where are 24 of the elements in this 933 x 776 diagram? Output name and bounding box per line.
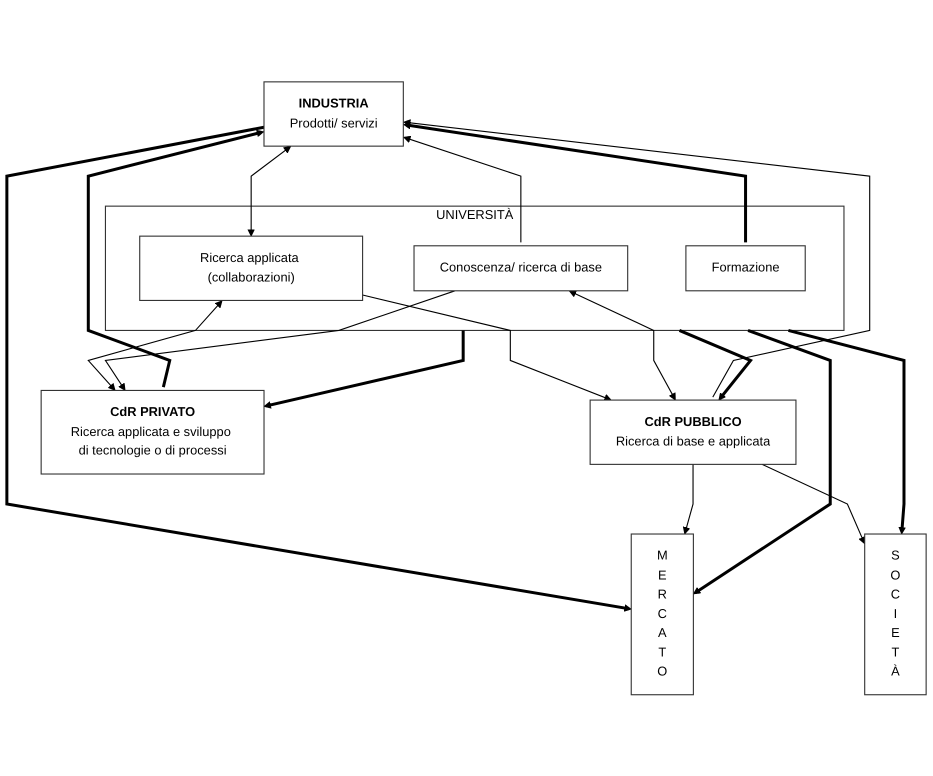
node-box: Formazione	[685, 244, 806, 292]
arrow	[693, 328, 832, 594]
arrow	[264, 330, 465, 408]
arrow	[362, 294, 612, 401]
arrow	[247, 146, 292, 236]
node-box: Ricerca applicata (collaborazioni)	[139, 235, 364, 301]
arrow	[403, 136, 522, 242]
node-box: Conoscenza/ ricerca di base	[413, 244, 628, 292]
arrow	[762, 464, 866, 544]
node-box: INDUSTRIA Prodotti/ servizi	[263, 81, 404, 146]
arrow	[568, 290, 676, 400]
arrow	[403, 118, 870, 398]
arrow	[87, 300, 222, 390]
arrow	[682, 464, 694, 534]
arrow	[788, 328, 906, 534]
arrow	[104, 290, 456, 390]
node-box: SOCIETÀ	[864, 533, 927, 695]
node-box: MERCATO	[630, 533, 694, 695]
arrow	[403, 122, 748, 242]
arrow	[678, 328, 753, 400]
node-box: CdR PRIVATO Ricerca applicata e sviluppo di tecnologie o di processi	[40, 390, 265, 474]
node-box: CdR PUBBLICO Ricerca di base e applicata	[590, 399, 796, 465]
arrow	[5, 125, 632, 612]
arrow	[86, 129, 264, 388]
